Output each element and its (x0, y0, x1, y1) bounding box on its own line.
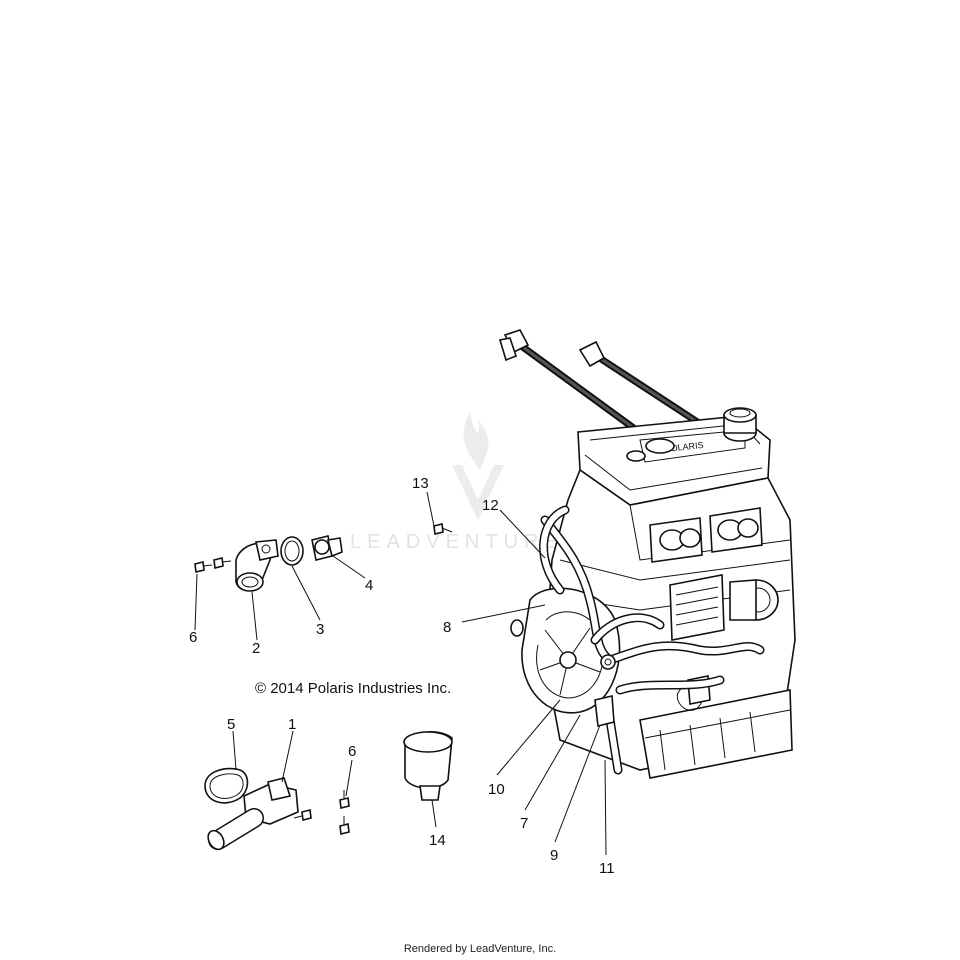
hose-clamp (594, 695, 615, 727)
part-5-gasket (204, 767, 249, 804)
callout-6-lower: 6 (348, 743, 356, 760)
part-3-o-ring (280, 536, 304, 566)
callout-2: 2 (252, 640, 260, 657)
part-2-thermostat-housing (235, 539, 279, 592)
engine-assembly: POLARIS (498, 329, 796, 779)
v-logo-icon (452, 465, 504, 520)
part-14-shield (403, 731, 453, 801)
leader-lines (194, 491, 607, 856)
callout-12: 12 (482, 497, 499, 514)
part-1-water-outlet (207, 777, 299, 851)
callout-1: 1 (288, 716, 296, 733)
watermark: LEADVENTURE (350, 412, 564, 553)
thermostat-housing-fitting (600, 654, 616, 670)
copyright-notice: © 2014 Polaris Industries Inc. (255, 680, 452, 697)
callout-8: 8 (443, 619, 451, 636)
callout-13: 13 (412, 475, 429, 492)
callout-5: 5 (227, 716, 235, 733)
engine-brand-label: POLARIS (664, 440, 704, 454)
flame-logo-icon (463, 412, 489, 470)
callout-6-upper: 6 (189, 629, 197, 646)
render-credit: Rendered by LeadVenture, Inc. (403, 943, 557, 955)
callouts: 1 2 3 4 5 6 6 7 8 9 10 11 12 13 14 (189, 475, 615, 877)
coolant-hoses (539, 505, 765, 775)
callout-10: 10 (488, 781, 505, 798)
callout-7: 7 (520, 815, 528, 832)
part-6-bolts-lower (293, 790, 350, 835)
callout-3: 3 (316, 621, 324, 638)
plug-fitting (510, 619, 524, 637)
part-4-thermostat (311, 535, 343, 561)
watermark-text: LEADVENTURE (350, 531, 564, 553)
part-6-bolts-upper (194, 557, 232, 573)
callout-11: 11 (599, 860, 615, 877)
callout-14: 14 (429, 832, 446, 849)
callout-9: 9 (550, 847, 558, 864)
part-13-bolt (433, 523, 453, 535)
callout-4: 4 (365, 577, 373, 594)
